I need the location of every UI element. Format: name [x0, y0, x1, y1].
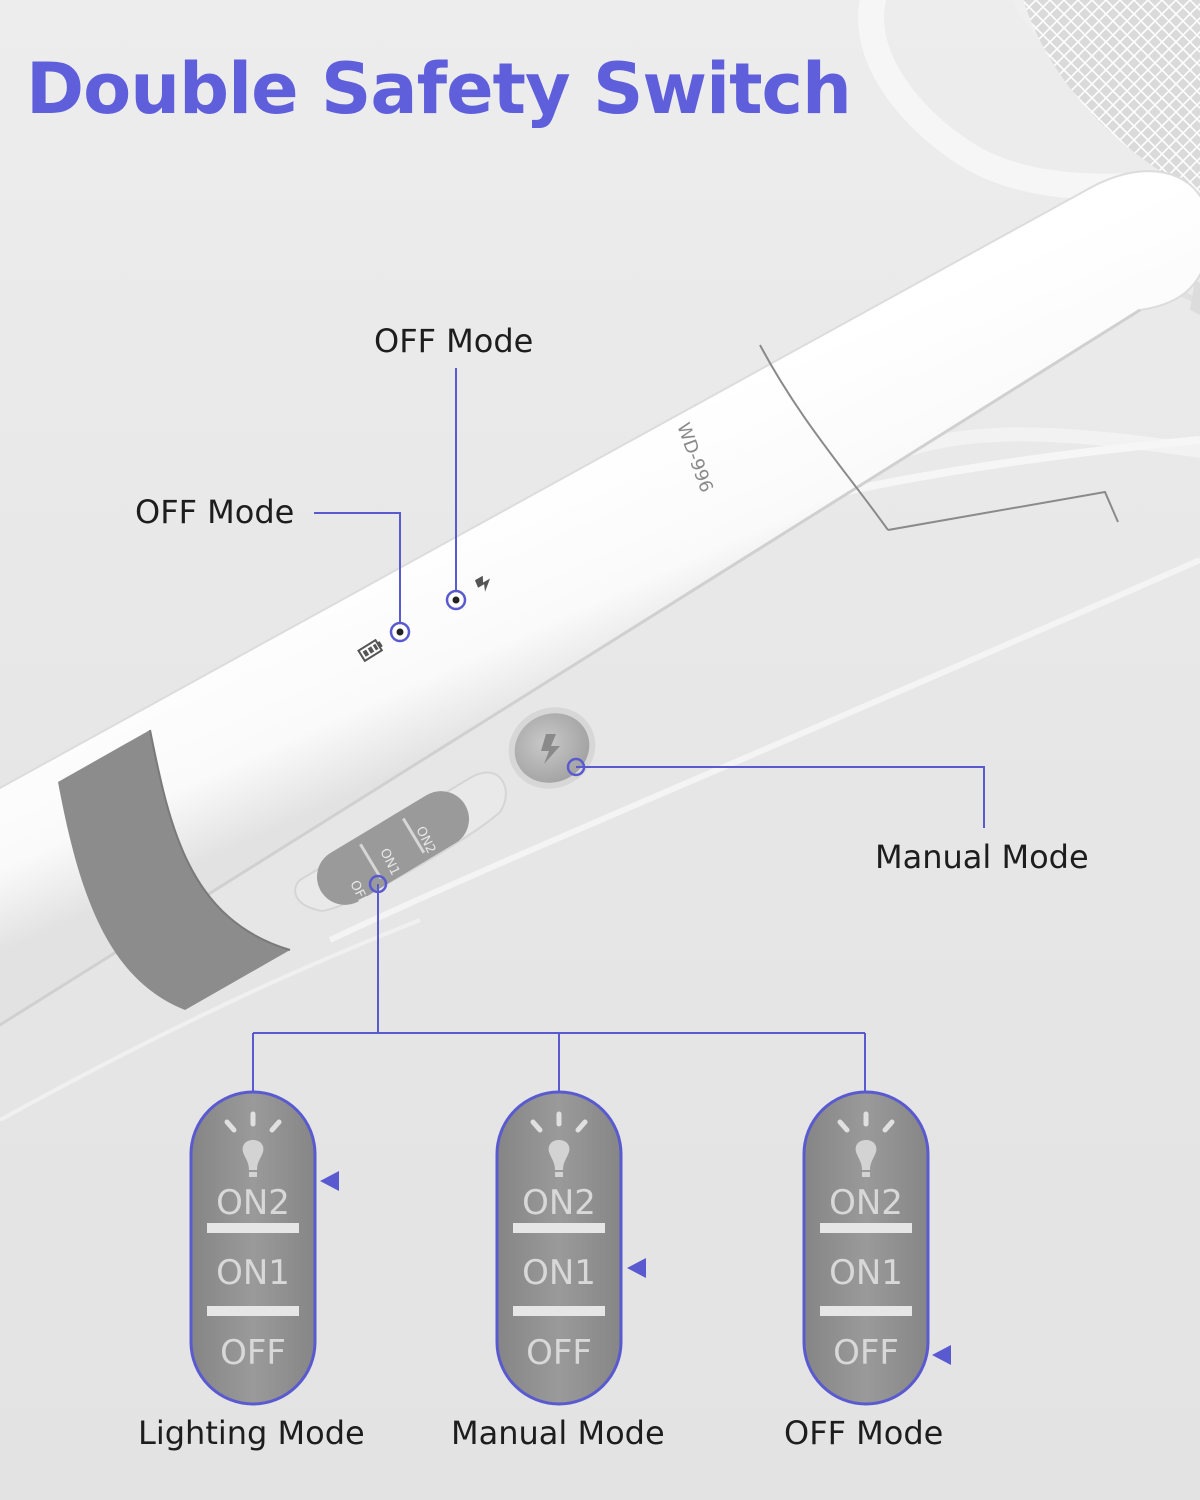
callout-marker-slider: [368, 874, 388, 894]
switch-pos-off: OFF: [526, 1333, 592, 1373]
switch-diagram-manual: ON2 ON1 OFF: [495, 1090, 623, 1406]
bulb-icon: [530, 1111, 588, 1177]
switch-pos-on1: ON1: [829, 1253, 903, 1293]
switch-diagram-off: ON2 ON1 OFF: [802, 1090, 930, 1406]
bulb-icon: [224, 1111, 282, 1177]
manual-zap-button[interactable]: [495, 693, 609, 803]
callout-marker-lightning: [445, 589, 467, 611]
callout-marker-battery: [389, 621, 411, 643]
battery-icon: [357, 638, 384, 663]
slide-switch[interactable]: OFF ON1 ON2: [294, 771, 507, 915]
page-title: Double Safety Switch: [26, 48, 852, 130]
switch-pos-on2: ON2: [829, 1183, 903, 1223]
callout-lines: [252, 368, 985, 1092]
handle: [0, 170, 1200, 1027]
switch-pos-on2: ON2: [522, 1183, 596, 1223]
switch-pos-off: OFF: [220, 1333, 286, 1373]
switch-pos-on2: ON2: [216, 1183, 290, 1223]
callout-left-off-mode: OFF Mode: [135, 493, 295, 531]
switch-pos-on1: ON1: [522, 1253, 596, 1293]
caption-lighting-mode: Lighting Mode: [138, 1414, 365, 1452]
selected-position-arrow: [320, 1171, 339, 1191]
racket-head: [858, 0, 1200, 315]
caption-off-mode: OFF Mode: [784, 1414, 944, 1452]
bulb-icon: [837, 1111, 895, 1177]
callout-upper-off-mode: OFF Mode: [374, 322, 534, 360]
switch-pos-on1: ON1: [216, 1253, 290, 1293]
callout-marker-button: [566, 757, 586, 777]
selected-position-arrow: [627, 1258, 646, 1278]
selected-position-arrow: [932, 1345, 951, 1365]
switch-pos-off: OFF: [833, 1333, 899, 1373]
switch-diagram-lighting: ON2 ON1 OFF: [189, 1090, 317, 1406]
caption-manual-mode: Manual Mode: [451, 1414, 665, 1452]
lightning-icon: [474, 575, 491, 592]
callout-manual-mode: Manual Mode: [875, 838, 1089, 876]
